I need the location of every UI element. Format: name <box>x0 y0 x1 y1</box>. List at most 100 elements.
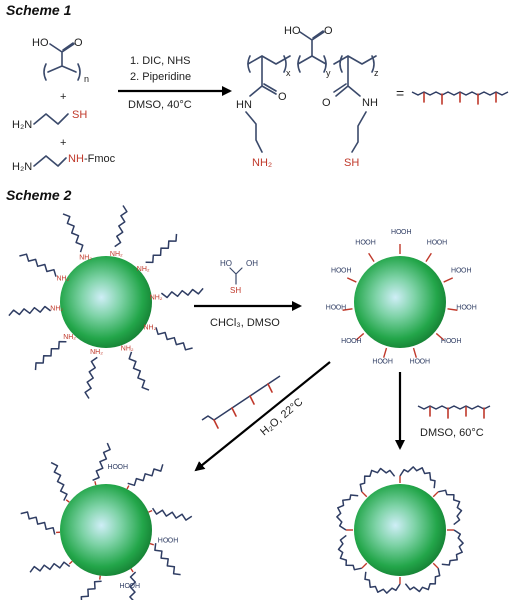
thiol-link <box>346 277 357 283</box>
reagent-sh-label: SH <box>230 286 241 295</box>
product-copolymer: HO O x y z O HN NH₂ O NH SH <box>236 25 379 169</box>
thiol-link <box>443 277 454 283</box>
ligand-ho-label: HO <box>331 268 342 275</box>
grafted-chain <box>80 580 102 600</box>
ligand-top-ho: HO <box>108 464 119 471</box>
ligand-oh-label: OH <box>466 304 477 311</box>
scheme1-reaction-arrow: 1. DIC, NHS 2. Piperidine DMSO, 40°C <box>118 55 232 111</box>
product-x-subscript: x <box>286 68 291 78</box>
grafted-chain <box>84 356 98 399</box>
thiol-link <box>361 562 368 569</box>
thiol-reagent: HO OH SH <box>220 259 258 295</box>
looped-chain <box>399 466 436 489</box>
looped-chain <box>337 534 362 571</box>
ligand-ho-label: HO <box>410 358 421 365</box>
thiol-link <box>432 562 439 569</box>
reagent-oh-label: OH <box>246 259 258 268</box>
thiol-link <box>355 332 365 341</box>
thiol-link <box>361 491 368 498</box>
plus-sign-2: + <box>60 137 66 149</box>
plus-sign-1: + <box>60 91 66 103</box>
step2-arrow: H₂O, 22°C <box>194 361 331 472</box>
nh2-label: NH₂ <box>57 275 70 282</box>
product-o-label: O <box>324 25 333 37</box>
grafted-chain <box>155 327 193 351</box>
looped-chain <box>364 571 401 594</box>
looped-chain <box>441 529 464 566</box>
thiol-link <box>148 509 153 513</box>
nh2-label: NH₂ <box>150 294 163 301</box>
product-left-o-label: O <box>278 91 287 103</box>
step2-conditions: H₂O, 22°C <box>258 396 305 438</box>
looped-chain <box>404 568 441 593</box>
ligand-bottom-ho: HO <box>120 583 131 590</box>
looped-chain <box>359 467 396 492</box>
thiol-link <box>432 491 439 498</box>
grafted-chain <box>29 561 71 573</box>
ligand-ho-label: HO <box>372 358 383 365</box>
nh2-label: NH₂ <box>63 334 76 341</box>
thiol-link <box>342 308 353 311</box>
nanoparticle-sphere-3 <box>60 484 152 576</box>
thiol-link <box>368 252 375 262</box>
condition-line-2: 2. Piperidine <box>130 71 191 83</box>
product-right-o-label: O <box>322 97 331 109</box>
ligand-oh-label: OH <box>461 268 472 275</box>
grafted-chain <box>154 543 181 576</box>
grafted-chain <box>20 511 56 535</box>
ligand-ho-label: HO <box>391 229 402 236</box>
grafted-chain <box>34 340 67 371</box>
thiol-link <box>435 332 445 341</box>
scheme2-title: Scheme 2 <box>6 187 72 203</box>
nh2-label: NH₂ <box>90 349 103 356</box>
nanoparticle-looped-chains <box>336 466 464 594</box>
nh2-label: NH₂ <box>121 346 134 353</box>
condition-line-3: DMSO, 40°C <box>128 99 192 111</box>
reactant-polyacrylic-acid: HO O n <box>32 37 89 84</box>
ligand-ho-label: HO <box>456 304 467 311</box>
ligand-ho-label: HO <box>355 240 366 247</box>
ligand-ho-label: HO <box>326 304 337 311</box>
grafted-chain <box>151 507 193 521</box>
ligand-oh-label: OH <box>365 240 376 247</box>
reactant3-nh-label: NH <box>68 153 84 165</box>
product-sh-label: SH <box>344 157 359 169</box>
product-z-subscript: z <box>374 68 379 78</box>
product-hn-label: HN <box>236 99 252 111</box>
looped-chain <box>336 494 359 531</box>
ligand-ho-label: HO <box>427 240 438 247</box>
ligand-right-ho: HO <box>158 537 169 544</box>
nanoparticle-sphere-2 <box>354 256 446 348</box>
thiol-link <box>412 347 418 358</box>
looped-chain <box>438 489 463 526</box>
grafted-chain <box>8 305 52 317</box>
grafted-chain <box>114 205 128 248</box>
thiol-link <box>94 481 97 486</box>
thiol-link <box>130 568 134 573</box>
thiol-link <box>68 560 73 565</box>
reactant1-n-subscript: n <box>84 74 89 84</box>
ligand-right-oh: OH <box>168 537 179 544</box>
step3-conditions: DMSO, 60°C <box>420 427 484 439</box>
reactant3-h2n-label: H₂N <box>12 161 32 173</box>
nh2-label: NH₂ <box>50 306 63 313</box>
grafted-chain <box>129 571 137 600</box>
grafted-chain <box>92 442 111 481</box>
grafted-chain <box>160 287 204 299</box>
nh2-label: NH₂ <box>79 255 92 262</box>
grafted-chain <box>62 213 84 253</box>
reactant-cysteamine: H₂N SH <box>12 109 87 131</box>
ligand-top-oh: OH <box>118 464 129 471</box>
thiol-link <box>99 575 101 580</box>
nh2-label: NH₂ <box>137 266 150 273</box>
thiol-link <box>425 252 432 262</box>
reactant3-fmoc-label: -Fmoc <box>84 153 116 165</box>
condition-line-1: 1. DIC, NHS <box>130 55 191 67</box>
step1-arrow: CHCl₃, DMSO <box>194 301 302 329</box>
ligand-oh-label: OH <box>437 240 448 247</box>
product-nh2-label: NH₂ <box>252 157 272 169</box>
ligand-ho-label: HO <box>441 338 452 345</box>
